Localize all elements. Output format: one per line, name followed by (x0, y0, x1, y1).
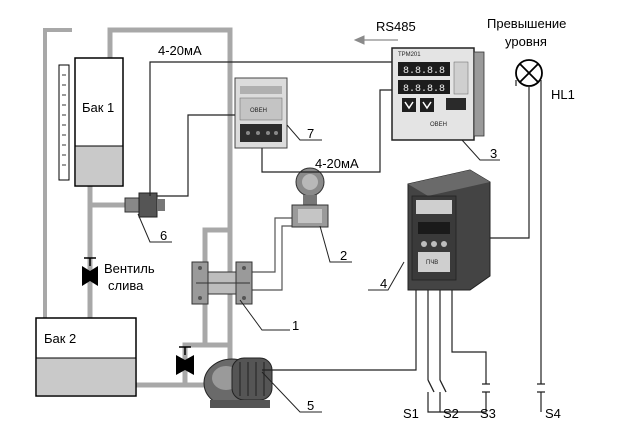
wiring (149, 61, 542, 413)
signal-label-top: 4-20мА (158, 43, 202, 58)
wire-4-20-mid (261, 89, 392, 173)
overflow-label-1: Превышение (487, 16, 566, 31)
wire-s1-s2-common (427, 392, 441, 413)
pressure-transmitter-icon (291, 167, 329, 228)
impulse-lines (248, 217, 300, 291)
switch-s2-icon (439, 379, 447, 393)
callout-leader-1 (239, 299, 290, 331)
controller-display-2: 8.8.8.8 (403, 84, 445, 95)
power-supply-icon: ОВЕН (234, 77, 288, 149)
callout-leader-3 (461, 139, 500, 161)
callout-5: 5 (307, 398, 314, 413)
callout-4: 4 (380, 276, 387, 291)
pump-icon (203, 357, 273, 408)
callout-leaders (137, 124, 500, 413)
psu-brand: ОВЕН (250, 108, 267, 114)
wire-s3-common (440, 392, 487, 413)
inverter-model: ПЧВ (426, 260, 438, 266)
switch-s4-icon (537, 380, 545, 393)
callout-leader-4 (368, 261, 405, 291)
wire-4-20-top (149, 61, 392, 196)
switch-label-s3: S3 (480, 406, 496, 421)
tank-1-level-glass (58, 64, 70, 181)
overflow-label-2: уровня (505, 34, 547, 49)
callout-3: 3 (490, 146, 497, 161)
drain-valve-label-2: слива (108, 278, 144, 293)
pipe-network (43, 27, 233, 388)
orifice-flowmeter-icon (191, 261, 253, 305)
switch-label-s1: S1 (403, 406, 419, 421)
callout-7: 7 (307, 126, 314, 141)
signal-lamp-icon (515, 59, 543, 87)
tank-1-label: Бак 1 (82, 100, 114, 115)
switches (427, 379, 545, 393)
lamp-label: HL1 (551, 87, 575, 102)
wire-s3 (451, 290, 487, 380)
tank-2-label: Бак 2 (44, 331, 76, 346)
frequency-inverter-icon: ПЧВ (407, 169, 491, 291)
level-sensor-icon (124, 192, 165, 218)
drain-valve-label-1: Вентиль (104, 261, 155, 276)
switch-s1-icon (427, 379, 435, 393)
level-tube-pipe (43, 28, 72, 322)
callout-2: 2 (340, 248, 347, 263)
switch-label-s2: S2 (443, 406, 459, 421)
rs485-label: RS485 (376, 19, 416, 34)
callout-1: 1 (292, 318, 299, 333)
controller-model: ТРМ201 (398, 52, 421, 58)
callout-leader-6 (137, 213, 172, 243)
wire-sensor-psu (157, 114, 235, 197)
signal-label-mid: 4-20мА (315, 156, 359, 171)
rs485-arrow-icon (353, 35, 398, 45)
wire-inverter-pump (262, 290, 417, 371)
bypass-valve-icon (176, 346, 194, 375)
callout-leader-7 (286, 124, 322, 141)
tank-1-scale (62, 74, 66, 166)
wire-lamp-inverter (490, 86, 530, 239)
controller-display-1: 8.8.8.8 (403, 66, 445, 77)
drain-valve-icon (82, 257, 98, 286)
controller-brand: ОВЕН (430, 122, 447, 128)
switch-s3-icon (482, 380, 490, 393)
callout-6: 6 (160, 228, 167, 243)
orifice-pipe-top (202, 227, 233, 271)
callout-leader-5 (261, 371, 322, 413)
tank-1-water (76, 146, 122, 185)
switch-label-s4: S4 (545, 406, 561, 421)
tank-2: Бак 2 (35, 317, 137, 397)
tank-1: Бак 1 (58, 57, 124, 187)
callout-leader-2 (319, 225, 352, 263)
bypass-pipe (182, 342, 233, 388)
supply-pipe (107, 27, 233, 348)
controller-icon: ТРМ201 8.8.8.8 8.8.8.8 ОВЕН (391, 47, 485, 141)
tank-2-water (37, 358, 135, 395)
